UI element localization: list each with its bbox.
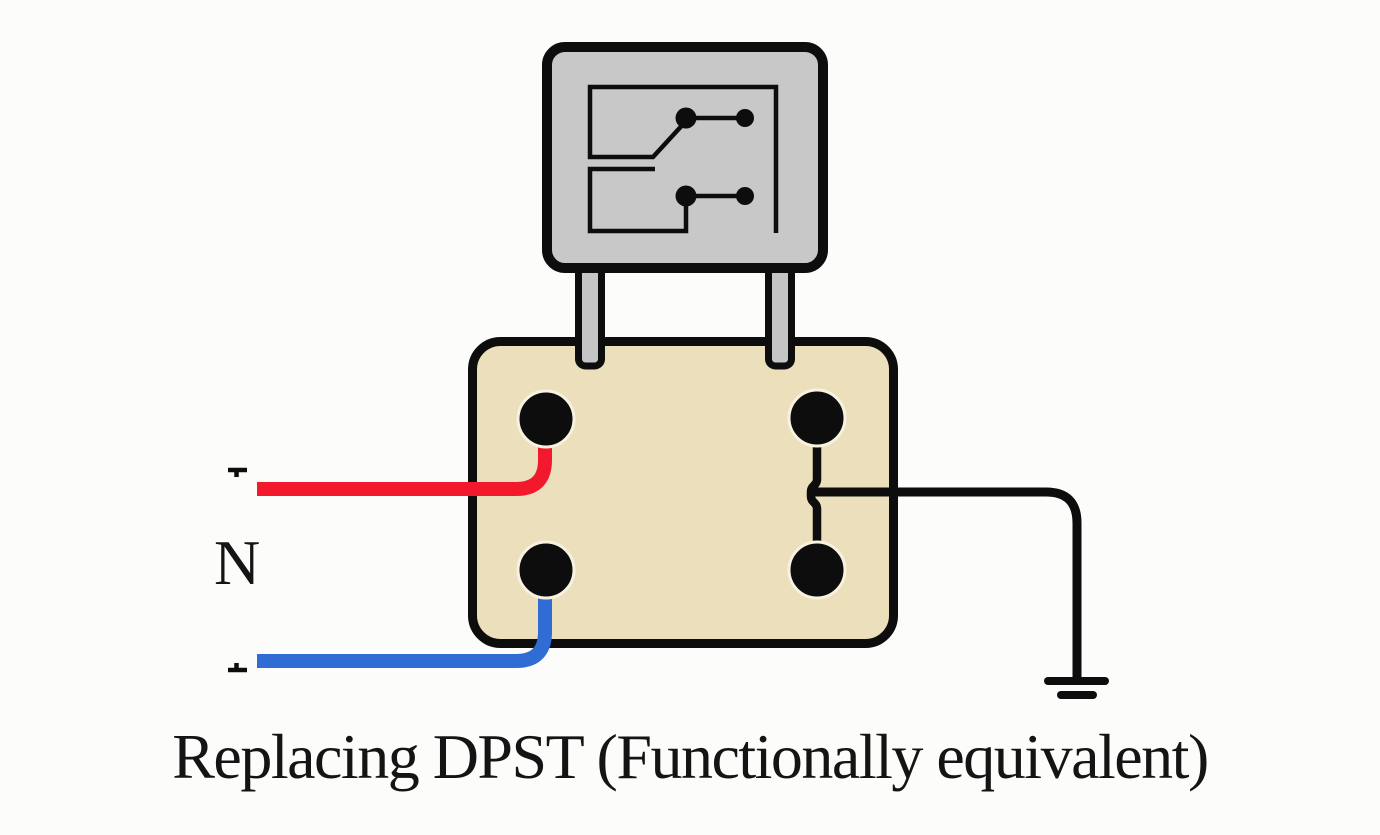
switch-body: [542, 42, 828, 273]
switched-wire-black: [813, 487, 1082, 677]
dpst-switch-schematic-icon: [587, 84, 779, 234]
line-wire-red: [257, 424, 552, 496]
schematic-dot: [675, 185, 697, 207]
neutral-label: N: [214, 527, 261, 598]
earth-ground-icon: [1044, 677, 1109, 699]
schematic-pole2-frame: [587, 166, 689, 234]
switch-pin-right: [765, 256, 795, 370]
schematic-dot: [736, 187, 754, 205]
line-wire-end-tick: [228, 467, 247, 477]
terminal-top-left: [516, 389, 576, 449]
terminal-bottom-left: [516, 540, 576, 600]
schematic-pole1-frame: [587, 84, 779, 233]
terminal-top-right: [787, 388, 847, 448]
neutral-wire-end-tick: [228, 663, 247, 673]
schematic-dot: [675, 107, 697, 129]
schematic-dot: [736, 109, 754, 127]
caption: Replacing DPST (Functionally equivalent): [172, 721, 1209, 792]
neutral-wire-blue: [257, 576, 552, 668]
switch-pin-left: [575, 256, 605, 370]
jumper-wire-black: [806, 442, 822, 548]
terminal-bottom-right: [787, 540, 847, 600]
